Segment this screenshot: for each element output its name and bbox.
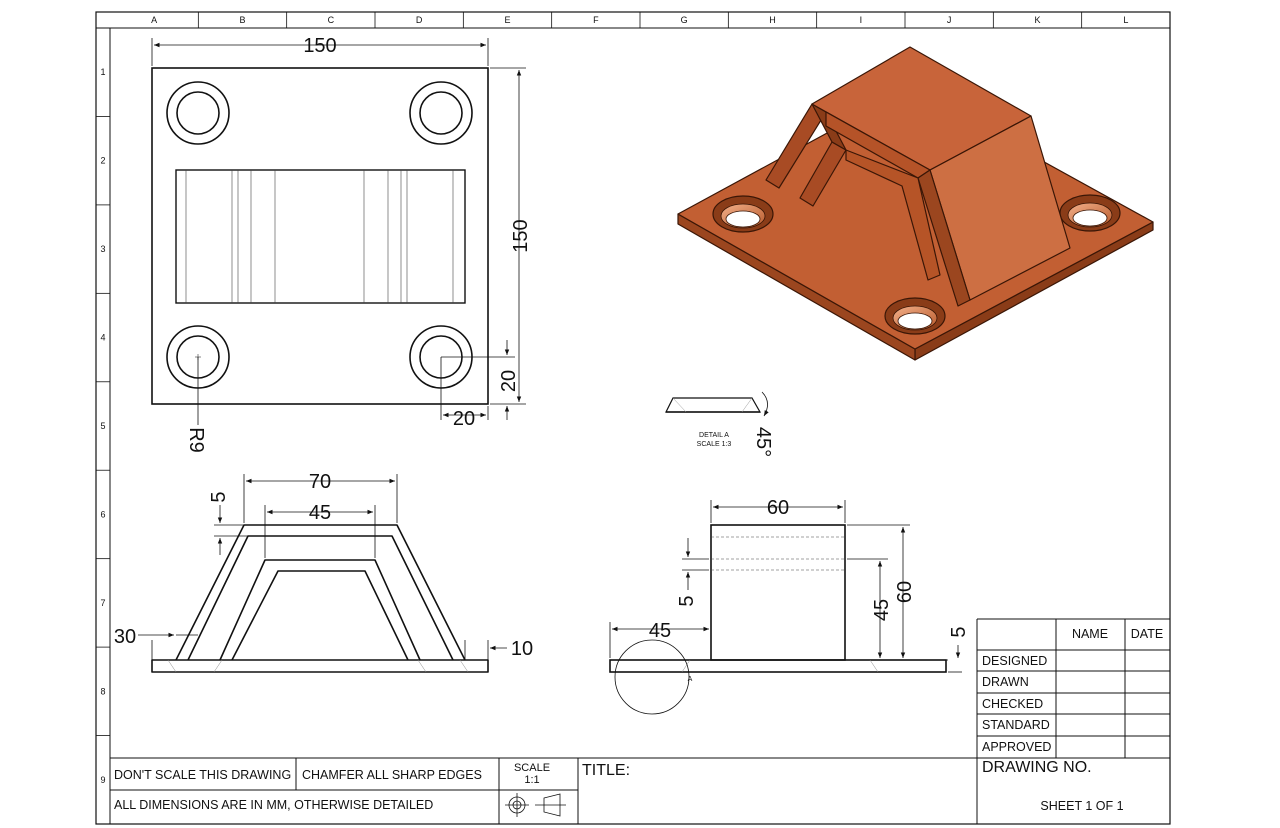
approval-roles: DESIGNED DRAWN CHECKED STANDARD APPROVED <box>982 654 1051 754</box>
isometric-view <box>677 46 1154 361</box>
scale-label: SCALE <box>514 762 550 774</box>
zone-column-L: L <box>1123 15 1128 25</box>
zone-column-E: E <box>504 15 510 25</box>
note-chamfer: CHAMFER ALL SHARP EDGES <box>302 768 482 782</box>
role-designed: DESIGNED <box>982 654 1047 668</box>
detail-scale: SCALE 1:3 <box>697 441 732 448</box>
dim-front-left-offset: 30 <box>114 626 136 648</box>
detail-marker: A <box>688 676 693 683</box>
detail-a: DETAIL A SCALE 1:3 45° <box>665 391 774 457</box>
top-view: 150 150 20 20 R9 <box>151 35 532 453</box>
title-block <box>110 618 1170 824</box>
dim-top-width: 150 <box>303 35 336 57</box>
zone-column-I: I <box>860 15 863 25</box>
zone-column-K: K <box>1034 15 1040 25</box>
zone-column-G: G <box>681 15 688 25</box>
detail-angle: 45° <box>752 427 774 457</box>
note-units: ALL DIMENSIONS ARE IN MM, OTHERWISE DETA… <box>114 798 433 812</box>
dim-hole-offset-y: 20 <box>498 370 520 392</box>
dim-side-offset: 45 <box>649 620 671 642</box>
dim-top-height: 150 <box>510 219 532 252</box>
zone-row-3: 3 <box>100 244 105 254</box>
role-standard: STANDARD <box>982 718 1050 732</box>
dim-side-width: 60 <box>767 497 789 519</box>
zone-column-C: C <box>328 15 335 25</box>
zone-column-B: B <box>239 15 245 25</box>
dim-side-slot: 5 <box>676 595 698 606</box>
zone-row-8: 8 <box>100 686 105 696</box>
header-name: NAME <box>1072 627 1108 641</box>
dim-side-inner-height: 45 <box>871 599 893 621</box>
dim-front-thickness: 5 <box>208 491 230 502</box>
detail-title: DETAIL A <box>699 432 729 439</box>
front-view: 70 45 5 30 10 <box>114 471 533 673</box>
zone-column-A: A <box>151 15 157 25</box>
zone-column-J: J <box>947 15 952 25</box>
zone-row-5: 5 <box>100 421 105 431</box>
dim-front-inner-width: 45 <box>309 502 331 524</box>
role-checked: CHECKED <box>982 697 1043 711</box>
drawing-no-label: DRAWING NO. <box>982 759 1092 776</box>
role-approved: APPROVED <box>982 740 1051 754</box>
projection-symbol-icon <box>505 793 566 817</box>
dim-front-right-offset: 10 <box>511 638 533 660</box>
dim-side-plate: 5 <box>948 626 970 637</box>
zone-row-2: 2 <box>100 156 105 166</box>
sheet-frame <box>95 11 1171 825</box>
title-label: TITLE: <box>582 762 630 779</box>
dim-hole-radius: R9 <box>185 427 207 453</box>
zone-row-7: 7 <box>100 598 105 608</box>
zone-row-labels: 1 2 3 4 5 6 7 8 9 <box>100 67 105 785</box>
scale-value: 1:1 <box>524 774 539 786</box>
zone-column-labels: A B C D E F G H I J K L <box>151 15 1128 25</box>
header-date: DATE <box>1131 627 1163 641</box>
zone-column-D: D <box>416 15 423 25</box>
zone-row-1: 1 <box>100 67 105 77</box>
dim-side-height: 60 <box>894 581 916 603</box>
zone-column-H: H <box>769 15 776 25</box>
zone-column-F: F <box>593 15 599 25</box>
sheet-number: SHEET 1 OF 1 <box>1040 799 1123 813</box>
dim-hole-offset-x: 20 <box>453 408 475 430</box>
side-view: A 60 60 45 5 5 <box>609 497 970 715</box>
role-drawn: DRAWN <box>982 675 1029 689</box>
zone-row-4: 4 <box>100 333 105 343</box>
zone-row-9: 9 <box>100 775 105 785</box>
note-dont-scale: DON'T SCALE THIS DRAWING <box>114 768 291 782</box>
zone-row-6: 6 <box>100 509 105 519</box>
dim-front-top-width: 70 <box>309 471 331 493</box>
